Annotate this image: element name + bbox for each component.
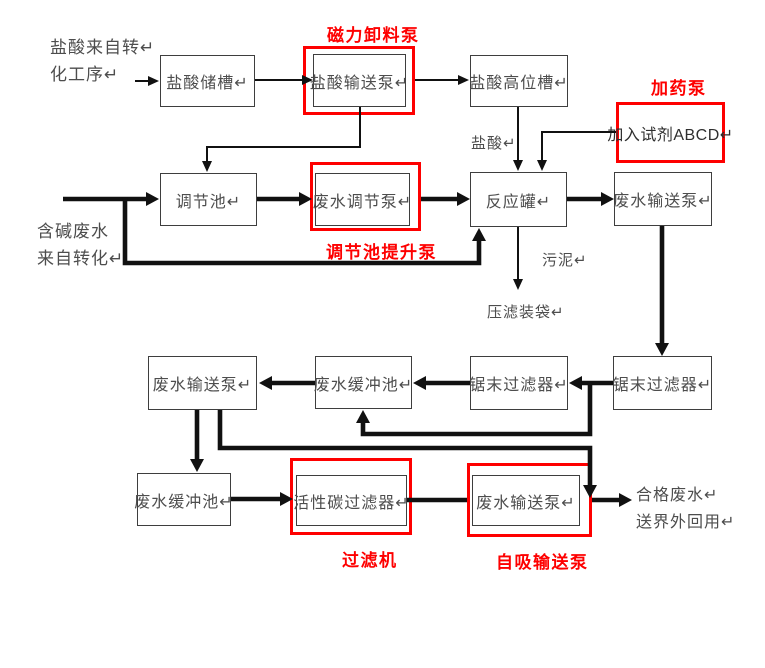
flow-reagent-to-reactor [537, 131, 616, 171]
node-reagent-dosing-label: 加入试剂ABCD↵ [607, 126, 734, 144]
node-wastewater-buffer-pool-1-label: 废水缓冲池↵ [313, 376, 414, 394]
flow-buffer1-to-pump2 [259, 376, 315, 390]
node-wastewater-transfer-pump-2-label: 废水输送泵↵ [152, 377, 253, 394]
annotation-dosing-pump: 加药泵 [651, 79, 707, 98]
label-outlet-line1: 合格废水↵ [636, 487, 719, 504]
flow-hcl-pump-to-elevated-tank [415, 75, 469, 85]
node-hcl-elevated-tank-label: 盐酸高位槽↵ [469, 75, 569, 92]
annotation-regulating-pool-lift-pump: 调节池提升泵 [326, 243, 437, 262]
node-hcl-storage-tank-label: 盐酸储槽↵ [166, 75, 249, 92]
node-sawdust-filter-1-label: 锯末过滤器↵ [612, 377, 713, 394]
label-alkali-source: 含碱废水 来自转化↵ [37, 218, 124, 272]
flow-reactor-to-pump1 [567, 192, 614, 206]
node-hcl-storage-tank: 盐酸储槽↵ [160, 55, 255, 107]
node-wastewater-buffer-pool-2-label: 废水缓冲池↵ [134, 493, 234, 511]
flow-reactor-to-filter-press [513, 227, 523, 290]
annotation-magnetic-unloading-pump: 磁力卸料泵 [327, 26, 420, 45]
label-hcl-source: 盐酸来自转↵ 化工序↵ [50, 34, 155, 88]
node-hcl-transfer-pump-label: 盐酸输送泵↵ [309, 74, 410, 92]
node-activated-carbon-filter: 活性碳过滤器↵ [293, 475, 410, 526]
label-hcl-stream: 盐酸↵ [471, 135, 517, 152]
flow-pump1-to-sawdust1 [655, 226, 669, 356]
node-reaction-tank-label: 反应罐↵ [485, 193, 552, 211]
label-outlet: 合格废水↵ 送界外回用↵ [636, 482, 735, 536]
label-outlet-line2: 送界外回用↵ [636, 514, 736, 531]
node-hcl-elevated-tank: 盐酸高位槽↵ [469, 55, 569, 107]
node-wastewater-regulating-pump: 废水调节泵↵ [312, 173, 413, 226]
flow-sawdust2-to-buffer1 [413, 376, 470, 390]
node-reaction-tank: 反应罐↵ [470, 172, 567, 227]
label-hcl-source-line2: 化工序↵ [50, 65, 120, 84]
node-wastewater-regulating-pump-label: 废水调节泵↵ [312, 193, 413, 211]
flow-buffer2-to-carbon-filter [231, 492, 293, 506]
flow-alkali-source-to-regulating-pool [63, 192, 159, 206]
node-wastewater-buffer-pool-2: 废水缓冲池↵ [134, 473, 234, 526]
flow-regulating-pump-to-reactor [421, 192, 470, 206]
node-wastewater-transfer-pump-3: 废水输送泵↵ [472, 475, 580, 526]
node-regulating-pool: 调节池↵ [160, 173, 257, 226]
label-sludge-stream: 污泥↵ [542, 252, 588, 269]
node-reagent-dosing: 加入试剂ABCD↵ [607, 102, 733, 163]
flow-pump3-to-outlet [592, 493, 632, 507]
label-hcl-source-line1: 盐酸来自转↵ [50, 38, 156, 57]
node-sawdust-filter-2-label: 锯末过滤器↵ [469, 377, 569, 394]
node-wastewater-transfer-pump-1-label: 废水输送泵↵ [613, 193, 713, 210]
node-sawdust-filter-1: 锯末过滤器↵ [613, 356, 712, 410]
annotation-self-priming-transfer-pump: 自吸输送泵 [496, 553, 589, 572]
label-filter-press-bagging: 压滤装袋↵ [487, 304, 565, 321]
node-hcl-transfer-pump: 盐酸输送泵↵ [309, 54, 410, 107]
node-wastewater-transfer-pump-2: 废水输送泵↵ [148, 356, 257, 410]
annotation-filter-machine: 过滤机 [342, 551, 398, 570]
label-alkali-source-line1: 含碱废水 [37, 222, 109, 241]
flow-sawdust1-to-sawdust2 [569, 376, 613, 390]
node-wastewater-transfer-pump-3-label: 废水输送泵↵ [476, 494, 576, 512]
node-activated-carbon-filter-label: 活性碳过滤器↵ [293, 494, 410, 512]
flow-pump2-to-buffer2 [190, 410, 204, 472]
node-sawdust-filter-2: 锯末过滤器↵ [469, 356, 569, 410]
node-wastewater-transfer-pump-1: 废水输送泵↵ [613, 172, 713, 226]
node-wastewater-buffer-pool-1: 废水缓冲池↵ [313, 356, 414, 409]
label-alkali-source-line2: 来自转化↵ [37, 249, 125, 268]
flow-regulating-pool-to-regulating-pump [257, 192, 312, 206]
node-regulating-pool-label: 调节池↵ [175, 193, 242, 211]
